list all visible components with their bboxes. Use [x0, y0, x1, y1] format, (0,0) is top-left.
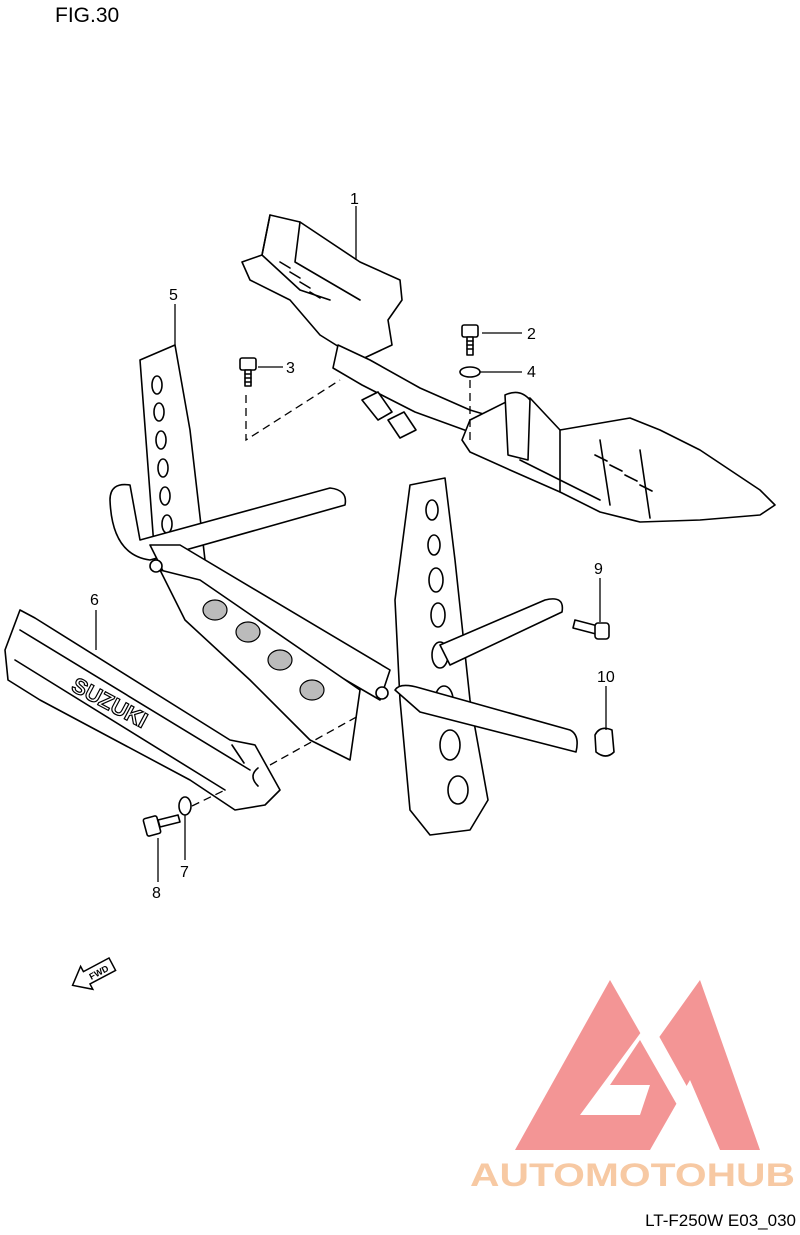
callout-2: 2 [527, 326, 536, 343]
automotohub-logo: AUTOMOTOHUB [470, 980, 795, 1193]
skid-plate: SUZUKI [4, 609, 281, 811]
bolt-8-icon [142, 814, 181, 837]
footrest-assembly [241, 214, 776, 523]
guard-frame [109, 344, 578, 836]
fwd-arrow-icon: FWD [71, 957, 117, 991]
callout-6: 6 [90, 592, 99, 609]
bolt-9-icon [572, 619, 610, 640]
callout-8: 8 [152, 885, 161, 902]
callout-1: 1 [350, 191, 359, 208]
figure-code: LT-F250W E03_030 [645, 1211, 796, 1230]
cap-10-icon [594, 727, 615, 757]
washer-4-icon [459, 366, 481, 378]
callout-10: 10 [597, 669, 615, 686]
bolt-3-icon [239, 357, 257, 387]
bolt-2-icon [461, 324, 479, 356]
callout-5: 5 [169, 287, 178, 304]
figure-title: FIG.30 [55, 4, 120, 27]
callout-7: 7 [180, 864, 189, 881]
callout-4: 4 [527, 364, 536, 381]
callout-9: 9 [594, 561, 603, 578]
washer-7-icon [178, 796, 192, 816]
callout-3: 3 [286, 360, 295, 377]
watermark-text: AUTOMOTOHUB [470, 1157, 795, 1193]
